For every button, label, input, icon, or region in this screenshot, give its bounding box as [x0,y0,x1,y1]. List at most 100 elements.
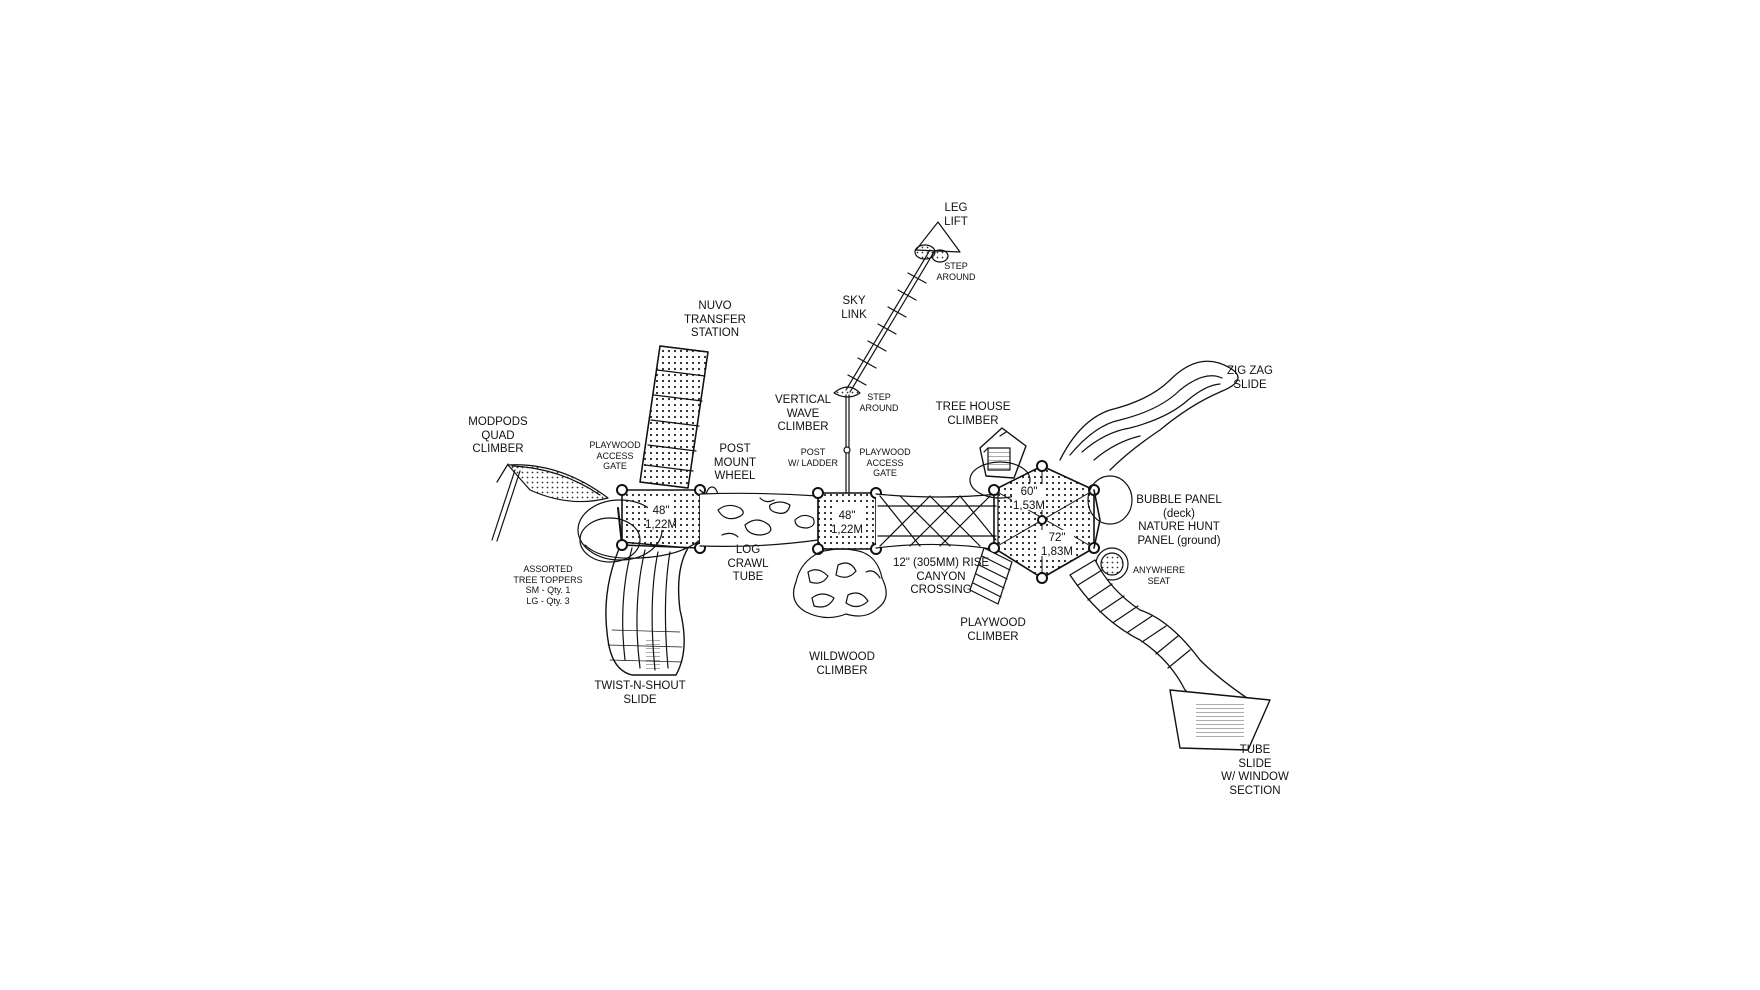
leg-lift [914,221,961,263]
deck-3-label: 60" 1,53M [1013,486,1045,513]
canyon-line-1: 12" (305MM) RISE [892,557,990,569]
nuvo-line-3: STATION [690,327,740,340]
playwood-gate-left-line-1: PLAYWOOD [589,440,641,450]
deck-3-size-in: 60" [1020,486,1038,498]
log-crawl-line-1: LOG [735,544,761,556]
deck-1-label: 48" 1,22M [645,505,677,532]
post-ladder-line-2: W/ LADDER [787,457,839,468]
wildwood-label: WILDWOOD CLIMBER [809,651,875,678]
step-around-low-label: STEP AROUND [859,392,898,413]
bubble-panel [1087,475,1133,549]
step-around-low-line-1: STEP [867,392,891,402]
deck-3-and-4 [988,460,1100,584]
vertical-wave-line-1: VERTICAL [774,394,832,406]
post-ladder-line-1: POST [800,447,826,457]
assorted-label: ASSORTED TREE TOPPERS SM - Qty. 1 LG - Q… [513,564,582,606]
wildwood-climber [793,548,887,619]
playwood-gate-mid-label: PLAYWOOD ACCESS GATE [859,447,910,479]
deck-1-size-in: 48" [652,505,670,517]
deck-4-size-m: 1,83M [1041,545,1073,558]
canyon-crossing [875,493,999,551]
modpods-line-3: CLIMBER [472,443,524,456]
tube-slide-line-2: SLIDE [1238,757,1272,770]
playwood-climber-line-1: PLAYWOOD [960,617,1026,629]
step-around-top-line-2: AROUND [936,271,976,282]
modpods-label: MODPODS QUAD CLIMBER [468,416,527,457]
step-around-top-label: STEP AROUND [936,261,975,282]
modpods-line-1: MODPODS [468,416,528,428]
twist-line-1: TWIST-N-SHOUT [594,680,686,692]
tree-house-line-1: TREE HOUSE [935,401,1011,413]
deck-1 [616,484,706,554]
post-mount-line-2: MOUNT [713,456,757,469]
post-mount-line-1: POST [719,443,751,455]
tree-house-label: TREE HOUSE CLIMBER [936,401,1011,428]
playwood-gate-mid-line-3: GATE [873,468,897,479]
anywhere-line-2: SEAT [1147,575,1171,586]
canyon-line-2: CANYON [916,570,966,583]
anywhere-line-1: ANYWHERE [1132,565,1186,575]
assorted-line-2: TREE TOPPERS [513,574,583,585]
modpods-quad-climber [491,463,609,542]
vertical-wave-line-3: CLIMBER [777,421,829,434]
canyon-label: 12" (305MM) RISE CANYON CROSSING [893,557,989,598]
bubble-line-3: NATURE HUNT [1138,521,1220,534]
leg-lift-label: LEG LIFT [944,202,968,229]
step-around-low-line-2: AROUND [859,402,899,413]
deck-2 [812,487,882,555]
bubble-line-1: BUBBLE PANEL [1136,494,1222,506]
canyon-line-3: CROSSING [910,584,972,597]
nuvo-transfer-station [639,345,709,489]
playwood-gate-mid-line-2: ACCESS [866,457,904,468]
wildwood-line-1: WILDWOOD [809,651,875,663]
deck-2-size-in: 48" [838,510,856,522]
twist-label: TWIST-N-SHOUT SLIDE [594,680,685,707]
playwood-climber-label: PLAYWOOD CLIMBER [960,617,1026,644]
playwood-gate-left-line-3: GATE [603,461,627,472]
deck-4-size-in: 72" [1048,532,1066,544]
log-crawl-line-3: TUBE [732,571,764,584]
twist-n-shout-slide [605,541,689,676]
nuvo-line-1: NUVO [698,300,732,312]
tube-slide-line-4: SECTION [1229,784,1281,797]
bubble-line-4: PANEL (ground) [1137,534,1221,547]
assorted-line-1: ASSORTED [523,564,573,574]
post-ladder-label: POST W/ LADDER [788,447,838,468]
wildwood-line-2: CLIMBER [816,664,868,677]
sky-link-line-1: SKY [842,295,866,307]
sky-link-label: SKY LINK [841,295,867,322]
deck-2-label: 48" 1,22M [831,510,863,537]
nuvo-line-2: TRANSFER [684,313,746,326]
twist-line-2: SLIDE [623,693,657,706]
playwood-gate-left-label: PLAYWOOD ACCESS GATE [589,440,640,472]
post-mount-label: POST MOUNT WHEEL [714,443,756,484]
vertical-wave-climber [833,386,861,494]
vertical-wave-line-2: WAVE [786,407,820,420]
playwood-climber [969,547,1013,605]
deck-3-size-m: 1,53M [1013,499,1045,512]
post-mount-line-3: WHEEL [714,470,756,483]
modpods-line-2: QUAD [481,429,515,442]
zig-zag-line-1: ZIG ZAG [1227,365,1273,377]
tube-slide-line-1: TUBE [1239,744,1271,756]
deck-4-label: 72" 1,83M [1041,532,1073,559]
playwood-gate-mid-line-1: PLAYWOOD [859,447,911,457]
log-crawl-line-2: CRAWL [727,557,769,570]
leg-lift-line-1: LEG [944,202,968,214]
nuvo-label: NUVO TRANSFER STATION [684,300,746,341]
log-crawl-label: LOG CRAWL TUBE [727,544,768,585]
deck-2-size-m: 1,22M [831,523,863,536]
zig-zag-slide [1059,360,1239,471]
deck-1-size-m: 1,22M [645,518,677,531]
playwood-gate-left-line-2: ACCESS [596,450,634,461]
sky-link-line-2: LINK [841,308,867,321]
sky-link [845,249,935,393]
bubble-label: BUBBLE PANEL (deck) NATURE HUNT PANEL (g… [1136,494,1221,548]
tree-house-line-2: CLIMBER [947,414,999,427]
assorted-line-3: SM - Qty. 1 [525,585,571,596]
anywhere-label: ANYWHERE SEAT [1133,565,1185,586]
bubble-line-2: (deck) [1163,507,1195,520]
zig-zag-line-2: SLIDE [1233,378,1267,391]
leg-lift-line-2: LIFT [944,215,968,228]
